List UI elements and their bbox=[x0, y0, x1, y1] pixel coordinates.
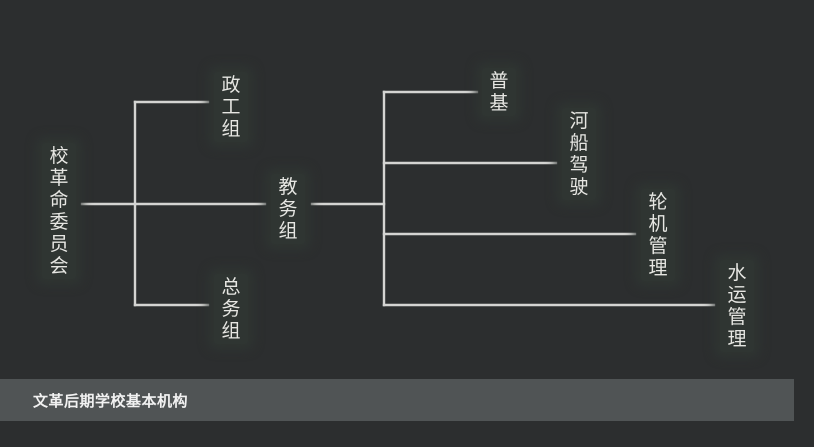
node-char: 船 bbox=[569, 132, 589, 154]
node-char: 会 bbox=[49, 255, 69, 277]
node-char: 员 bbox=[49, 233, 69, 255]
node-char: 组 bbox=[278, 220, 298, 242]
node-char: 革 bbox=[49, 167, 69, 189]
node-char: 水 bbox=[727, 262, 747, 284]
node-char: 总 bbox=[221, 276, 241, 298]
node-char: 务 bbox=[221, 298, 241, 320]
node-char: 校 bbox=[49, 145, 69, 167]
node-char: 河 bbox=[569, 110, 589, 132]
caption-text: 文革后期学校基本机构 bbox=[33, 392, 189, 410]
node-char: 理 bbox=[727, 328, 747, 350]
node-academic: 教务组 bbox=[271, 174, 305, 244]
node-char: 轮 bbox=[648, 191, 668, 213]
node-char: 政 bbox=[221, 74, 241, 96]
node-general: 总务组 bbox=[214, 274, 248, 344]
node-char: 驾 bbox=[569, 154, 589, 176]
node-char: 工 bbox=[221, 96, 241, 118]
node-water-transport: 水运管理 bbox=[720, 260, 754, 352]
node-char: 基 bbox=[489, 92, 509, 114]
node-char: 组 bbox=[221, 320, 241, 342]
node-char: 组 bbox=[221, 118, 241, 140]
node-char: 委 bbox=[49, 211, 69, 233]
node-char: 驶 bbox=[569, 176, 589, 198]
node-char: 运 bbox=[727, 284, 747, 306]
node-turbine: 轮机管理 bbox=[641, 189, 675, 281]
caption-bar: 文革后期学校基本机构 bbox=[0, 379, 794, 421]
node-char: 管 bbox=[648, 235, 668, 257]
node-char: 机 bbox=[648, 213, 668, 235]
node-char: 管 bbox=[727, 306, 747, 328]
node-political: 政工组 bbox=[214, 72, 248, 142]
node-char: 理 bbox=[648, 257, 668, 279]
node-char: 普 bbox=[489, 70, 509, 92]
node-char: 教 bbox=[278, 176, 298, 198]
node-root: 校革命委员会 bbox=[42, 143, 76, 279]
node-river-ship: 河船驾驶 bbox=[562, 108, 596, 200]
node-char: 务 bbox=[278, 198, 298, 220]
node-char: 命 bbox=[49, 189, 69, 211]
node-general-course: 普基 bbox=[482, 68, 516, 116]
